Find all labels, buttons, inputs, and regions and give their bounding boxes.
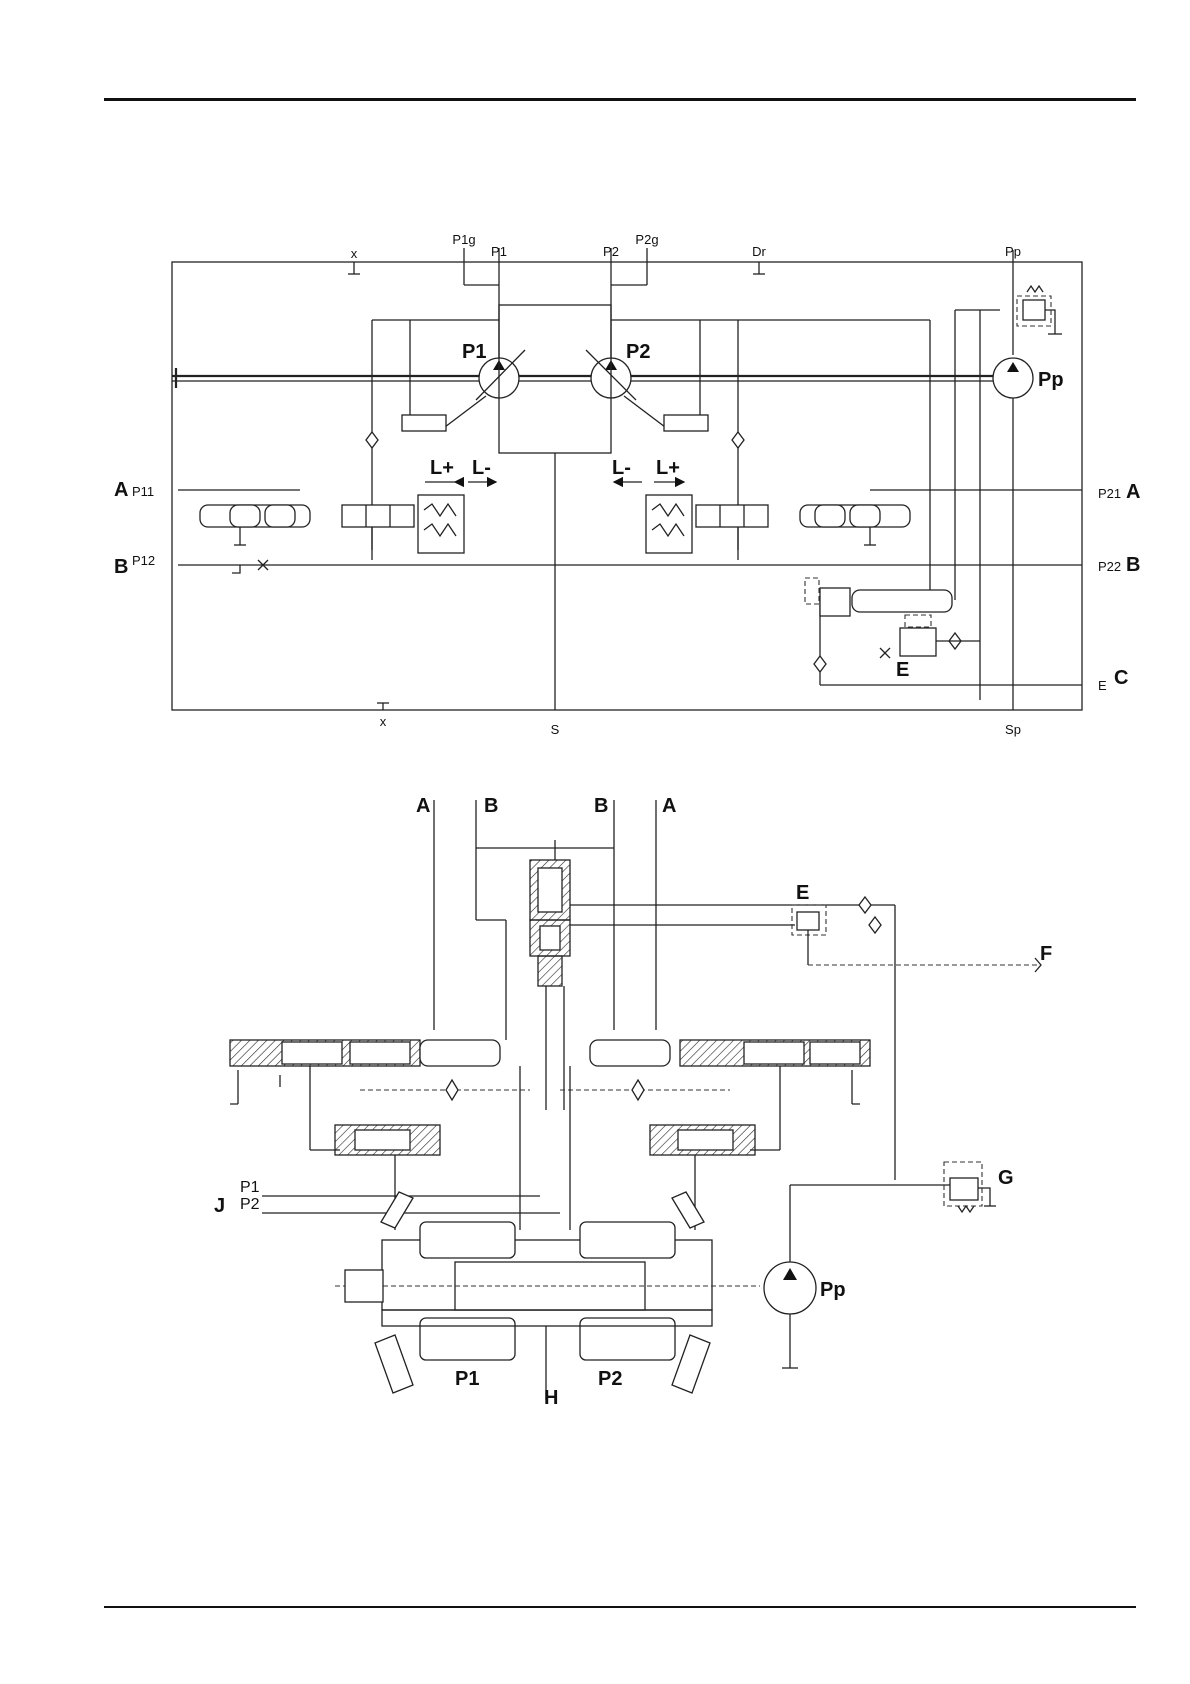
sectional-label-b-left: B [484,795,498,817]
left-port-a-letter: A [114,479,128,501]
sectional-label-pp: Pp [820,1279,846,1301]
sectional-j-line-p2: P2 [240,1196,260,1213]
right-port-a-letter: A [1126,481,1140,503]
relief-valve-pp [1017,286,1062,334]
port-p1: P1 [491,244,507,259]
servo-cylinder-right [664,415,708,431]
pump-p1-label: P1 [462,341,486,363]
servo-cylinder-left [402,415,446,431]
left-port-b-code: P12 [132,553,155,568]
pump-housing [335,1192,760,1400]
port-p1g: P1g [452,232,475,247]
right-port-b-letter: B [1126,554,1140,576]
sectional-label-f: F [1040,943,1052,965]
right-port-c-letter: C [1114,667,1128,689]
pump-p2-label: P2 [626,341,650,363]
sectional-label-p2: P2 [598,1368,622,1390]
regulator-left [200,495,464,573]
left-section-regulator [230,1040,530,1230]
port-pp: Pp [1005,244,1021,259]
l-plus-left-label: L+ [430,457,454,479]
sectional-label-a-left: A [416,795,430,817]
port-dr: Dr [752,244,766,259]
center-regulator [530,860,570,1110]
l-minus-right-label: L- [612,457,631,479]
right-port-b-code: P22 [1098,559,1121,574]
valve-e-body [797,912,819,930]
schematic-frame [172,262,1082,710]
sectional-j-line-p1: P1 [240,1179,260,1196]
sectional-label-a-right: A [662,795,676,817]
right-port-a-code: P21 [1098,486,1121,501]
pump-pp-section [764,1185,960,1368]
port-x-bottom: x [380,714,387,729]
sectional-label-g: G [998,1167,1014,1189]
port-p2: P2 [603,244,619,259]
sectional-label-j: J [214,1195,225,1217]
regulator-right [646,495,910,553]
sectional-label-e: E [796,882,809,904]
right-section-regulator [560,1040,870,1230]
sectional-label-b-right: B [594,795,608,817]
l-minus-left-label: L- [472,457,491,479]
right-port-c-code: E [1098,678,1107,693]
left-port-b-letter: B [114,556,128,578]
sectional-label-p1: P1 [455,1368,479,1390]
pump-pp-symbol [993,358,1033,398]
left-port-a-code: P11 [132,484,154,499]
sectional-label-h: H [544,1387,558,1409]
relief-valve-g [944,1162,996,1212]
schematic-diagram: x P1g P1 P2 P2g Dr Pp x S Sp A P11 B P12… [114,232,1140,737]
sectional-diagram: A B B A E F G J P1 P2 Pp P1 P2 H [214,795,1052,1409]
port-p2g: P2g [635,232,658,247]
valve-e-label: E [896,659,909,681]
top-port-stubs [348,248,1013,360]
port-s: S [551,722,560,737]
l-plus-right-label: L+ [656,457,680,479]
port-sp: Sp [1005,722,1021,737]
port-x-top: x [351,246,358,261]
pump-pp-label: Pp [1038,369,1064,391]
